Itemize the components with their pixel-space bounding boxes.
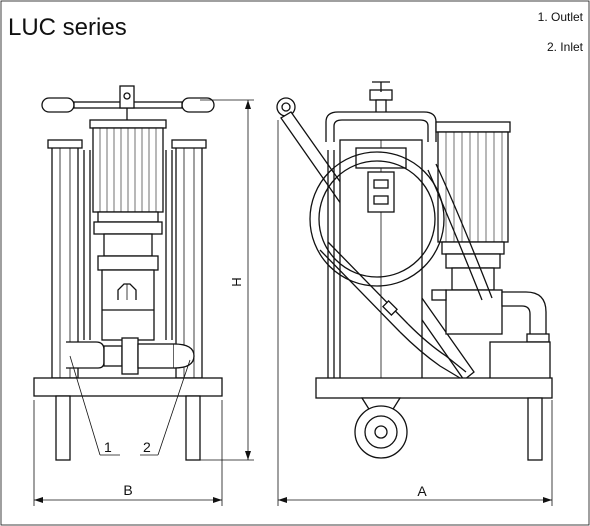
height-dimension: [200, 99, 254, 461]
width-b-dimension: [33, 400, 223, 506]
side-outlet-elbow: [501, 291, 547, 341]
front-right-leg: [185, 395, 201, 461]
width-a-dimension: [277, 120, 553, 506]
side-pump-body: [445, 289, 503, 335]
side-coiled-hose: [309, 151, 445, 287]
series-title: LUC series: [8, 14, 127, 41]
front-handle-left-grip: [41, 97, 75, 113]
front-inlet-pipe: [137, 343, 175, 369]
side-view: [276, 81, 553, 461]
dimension-a-label: A: [417, 483, 427, 499]
side-base-plate: [315, 377, 553, 399]
front-view: [33, 85, 223, 461]
dimension-b-label: B: [123, 482, 132, 498]
front-right-frame-tube: [175, 145, 203, 379]
dimension-h-label: H: [229, 277, 244, 286]
side-pressure-indicator: [367, 171, 395, 213]
callout-inlet-number: 2: [143, 439, 151, 455]
side-cover-clamp: [325, 111, 437, 142]
front-left-leg: [55, 395, 71, 461]
legend-outlet: 1. Outlet: [538, 10, 584, 24]
legend-inlet: 2. Inlet: [547, 40, 584, 54]
callout-outlet-number: 1: [104, 439, 112, 455]
side-motor: [437, 131, 509, 243]
front-pump-body: [101, 269, 155, 341]
front-base-plate: [33, 377, 223, 397]
front-outlet-pipe: [66, 341, 105, 369]
side-leg: [527, 397, 543, 461]
